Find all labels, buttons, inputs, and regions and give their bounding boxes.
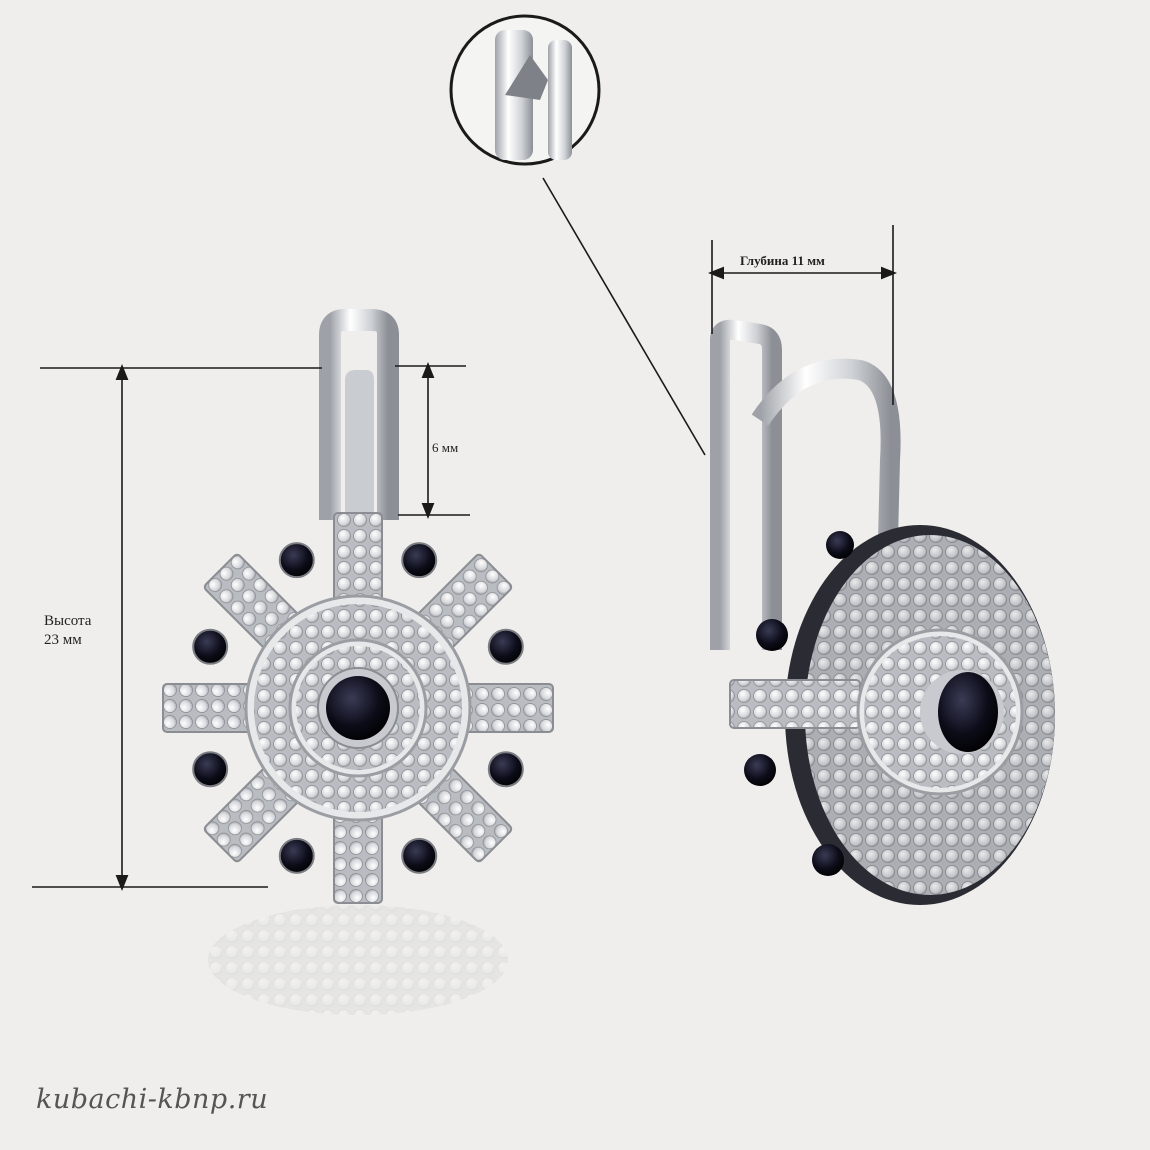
black-stone <box>487 628 524 665</box>
black-stone <box>401 542 438 579</box>
earring-front-view <box>162 309 554 904</box>
site-watermark: kubachi-kbnp.ru <box>36 1084 269 1115</box>
height-label-line2: 23 мм <box>44 631 82 648</box>
black-stone <box>192 751 229 788</box>
hook-front <box>319 309 399 520</box>
black-stone <box>192 628 229 665</box>
black-stone <box>401 837 438 874</box>
hook-side <box>710 319 782 650</box>
inset-pointer-line <box>542 177 706 456</box>
side-black-stone <box>938 672 998 752</box>
height-label: Высота 23 мм <box>44 612 91 650</box>
earring-side-view <box>710 319 1055 905</box>
six-mm-label: 6 мм <box>432 440 459 455</box>
dimension-depth <box>708 225 897 405</box>
black-stone <box>487 751 524 788</box>
depth-label: Глубина 11 мм <box>740 253 825 268</box>
black-stone <box>278 837 315 874</box>
reflection <box>208 905 508 1015</box>
black-stone <box>278 542 315 579</box>
lock-detail-inset <box>449 14 601 166</box>
height-label-line1: Высота <box>44 613 92 629</box>
dimension-height <box>32 364 322 891</box>
dimension-6mm <box>395 362 470 519</box>
center-black-stone <box>326 676 390 740</box>
